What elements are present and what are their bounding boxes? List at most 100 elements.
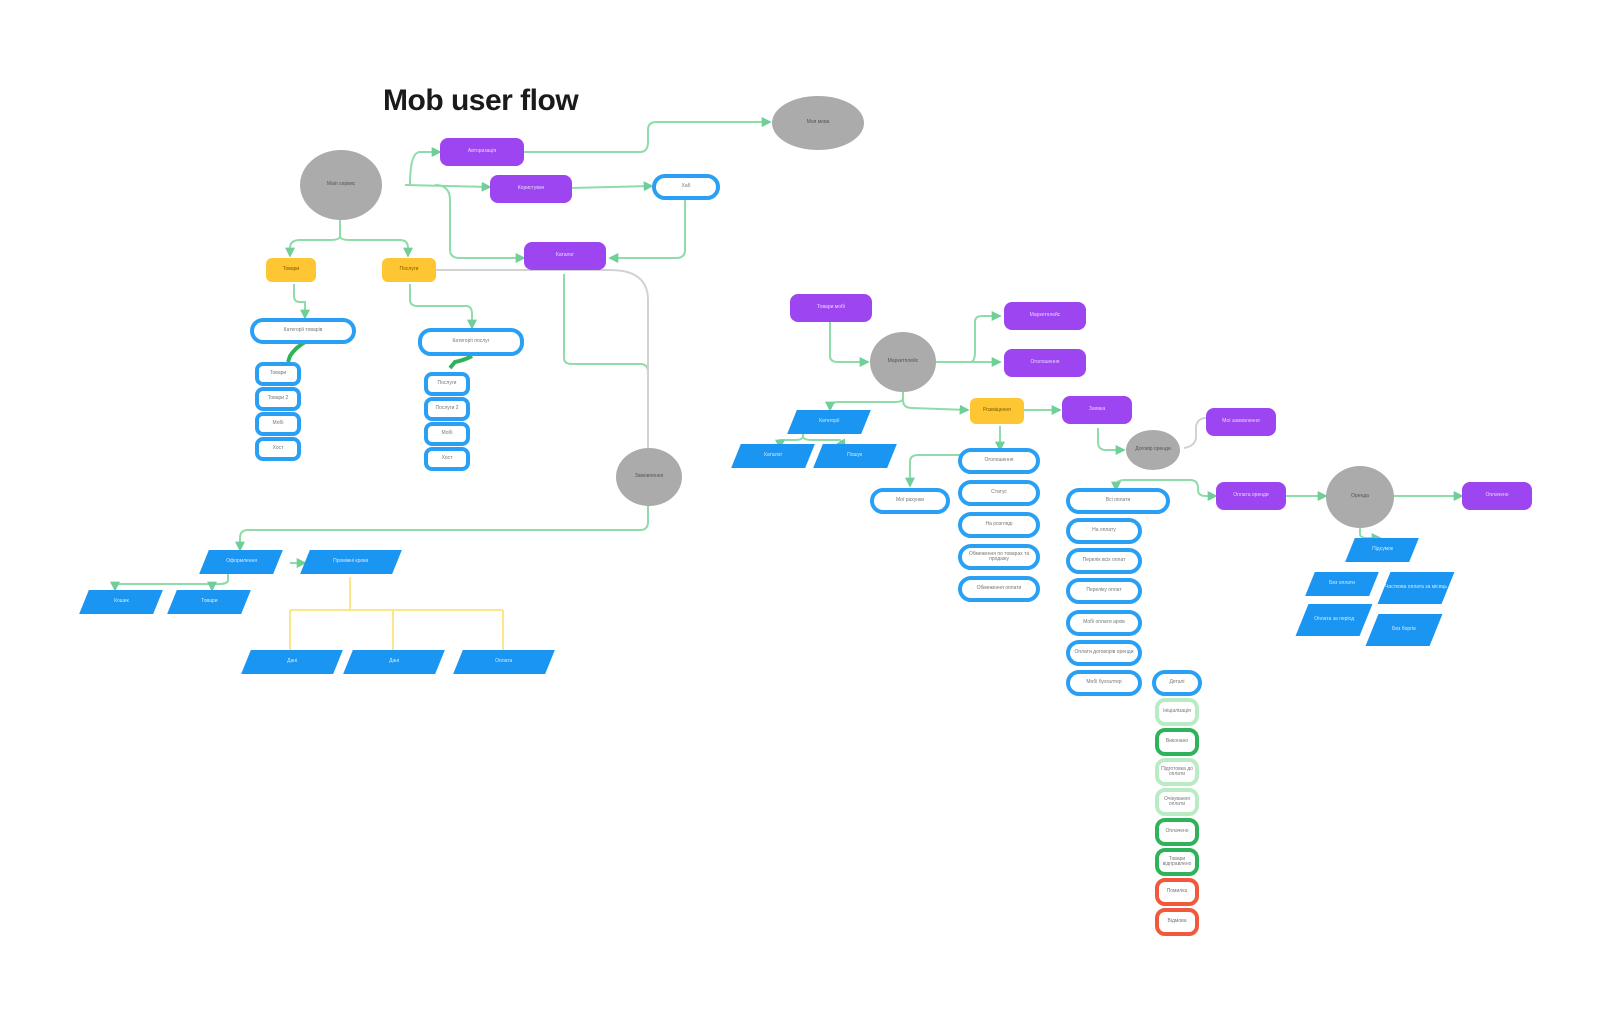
summary-parallelogram[interactable]: Підсумок (1345, 538, 1419, 562)
main-service-node[interactable]: Main сервис (300, 150, 382, 220)
status-done-node[interactable]: Виконано (1155, 728, 1199, 756)
payment-list-node[interactable]: Мобі бухгалтер (1066, 670, 1142, 696)
steps-parallelogram[interactable]: Проміжні кроки (300, 550, 402, 574)
node-label: Користувач (517, 185, 545, 192)
goods-item-node[interactable]: Товари (255, 362, 301, 386)
auth-node[interactable]: Авторизація (440, 138, 524, 166)
goods-item-node[interactable]: Хост (255, 437, 301, 461)
node-label: Послуги (437, 380, 457, 387)
node-label: Дані (286, 658, 298, 665)
node-label: Main сервис (326, 181, 356, 188)
catalog-parallelogram[interactable]: Каталог (731, 444, 815, 468)
node-label: Оренда (1351, 493, 1369, 500)
rent-node[interactable]: Оренда (1326, 466, 1394, 528)
node-label: Оголошення (1030, 359, 1060, 366)
rent-contract-node[interactable]: Договір оренди (1126, 430, 1180, 470)
node-label: Послуги (399, 266, 419, 273)
listing-status-node[interactable]: Обмеження оплати (958, 576, 1040, 602)
rent-payment-node[interactable]: Оплата оренди (1216, 482, 1286, 510)
node-label: Мої рахунки (895, 497, 925, 504)
node-label: Мої замовлення (1222, 418, 1260, 425)
node-label: На розгляді (985, 521, 1013, 528)
status-prepare-node[interactable]: Підготовка до оплати (1155, 758, 1199, 786)
node-label: Каталог (555, 252, 575, 259)
marketplace-node[interactable]: Маркетплейс (870, 332, 936, 392)
node-label: Мобі (441, 430, 453, 437)
payment-list-node[interactable]: Мобі оплати архів (1066, 610, 1142, 636)
partial-payment-parallelogram[interactable]: Часткова оплата за місяць (1377, 572, 1455, 604)
node-label: Замовлення (634, 473, 664, 480)
my-orders-node[interactable]: Мої замовлення (1206, 408, 1276, 436)
paid-node[interactable]: Оплачено (1462, 482, 1532, 510)
goods-node[interactable]: Товари (266, 258, 316, 282)
services-item-node[interactable]: Послуги 2 (424, 397, 470, 421)
no-debts-parallelogram[interactable]: Без боргів (1365, 614, 1443, 646)
services-node[interactable]: Послуги (382, 258, 436, 282)
data-parallelogram[interactable]: Дані (343, 650, 445, 674)
all-payments-node[interactable]: Всі оплати (1066, 488, 1170, 514)
payment-parallelogram[interactable]: Оплата (453, 650, 555, 674)
details-node[interactable]: Деталі (1152, 670, 1202, 696)
node-label: Авторизація (467, 148, 497, 155)
services-item-node[interactable]: Хост (424, 447, 470, 471)
status-error-node[interactable]: Помилка (1155, 878, 1199, 906)
goods-parallelogram[interactable]: Товари (167, 590, 251, 614)
node-label: Обмеження оплати (976, 585, 1022, 592)
page-title: Mob user flow (383, 84, 579, 117)
listing-status-node[interactable]: На розгляді (958, 512, 1040, 538)
node-label: Мобі бухгалтер (1086, 679, 1122, 686)
payment-list-node[interactable]: Оплати договорів оренди (1066, 640, 1142, 666)
goods-item-node[interactable]: Товари 2 (255, 387, 301, 411)
node-label: Категорії (818, 418, 840, 425)
categories-parallelogram[interactable]: Категорії (787, 410, 871, 434)
placement-node[interactable]: Розміщення (970, 398, 1024, 424)
node-label: Договір оренди (1135, 446, 1171, 453)
node-label: Деталі (1169, 679, 1185, 686)
node-label: Хост (272, 445, 284, 452)
listing-status-node[interactable]: Оголошення (958, 448, 1040, 474)
payment-list-node[interactable]: Перелік всіх оплат (1066, 548, 1142, 574)
status-declined-node[interactable]: Відмова (1155, 908, 1199, 936)
order-node[interactable]: Замовлення (616, 448, 682, 506)
node-label: Проміжні кроки (333, 558, 369, 565)
services-categories-node[interactable]: Категорії послуг (418, 328, 524, 356)
goods-item-node[interactable]: Мобі (255, 412, 301, 436)
no-payment-parallelogram[interactable]: Без оплати (1305, 572, 1379, 596)
period-payment-parallelogram[interactable]: Оплата за період (1295, 604, 1373, 636)
node-label: Переліку оплат (1086, 587, 1122, 594)
user-node[interactable]: Користувач (490, 175, 572, 203)
node-label: Мобі (272, 420, 284, 427)
listing-status-node[interactable]: Обмеження по товарах та продажу (958, 544, 1040, 570)
request-node[interactable]: Заявка (1062, 396, 1132, 424)
status-init-node[interactable]: Ініціалізація (1155, 698, 1199, 726)
payment-list-node[interactable]: Переліку оплат (1066, 578, 1142, 604)
node-label: Маркетплейс (887, 358, 919, 365)
status-awaiting-node[interactable]: Очікування оплати (1155, 788, 1199, 816)
listing-status-node[interactable]: Статус (958, 480, 1040, 506)
node-label: Товари (269, 370, 287, 377)
node-label: Помилка (1166, 888, 1188, 895)
status-paid-node[interactable]: Оплачено (1155, 818, 1199, 846)
catalog-node[interactable]: Каталог (524, 242, 606, 270)
data-parallelogram[interactable]: Дані (241, 650, 343, 674)
cart-parallelogram[interactable]: Кошик (79, 590, 163, 614)
node-label: Оплачено (1485, 492, 1509, 499)
marketplace-link-node[interactable]: Маркетплейс (1004, 302, 1086, 330)
node-label: Без боргів (1392, 626, 1416, 633)
checkout-parallelogram[interactable]: Оформлення (199, 550, 283, 574)
my-accounts-node[interactable]: Мої рахунки (870, 488, 950, 514)
services-item-node[interactable]: Послуги (424, 372, 470, 396)
node-label: Оформлення (225, 558, 257, 565)
services-item-node[interactable]: Мобі (424, 422, 470, 446)
goods-categories-node[interactable]: Категорії товарів (250, 318, 356, 344)
language-node[interactable]: Моя мова (772, 96, 864, 150)
status-shipped-node[interactable]: Товари відправлено (1155, 848, 1199, 876)
node-label: Оплата за період (1313, 616, 1355, 623)
listings-node[interactable]: Оголошення (1004, 349, 1086, 377)
mobile-goods-node[interactable]: Товари мобі (790, 294, 872, 322)
search-parallelogram[interactable]: Пошук (813, 444, 897, 468)
hub-node[interactable]: Хаб (652, 174, 720, 200)
node-label: Кошик (113, 598, 129, 605)
payment-list-node[interactable]: На оплату (1066, 518, 1142, 544)
